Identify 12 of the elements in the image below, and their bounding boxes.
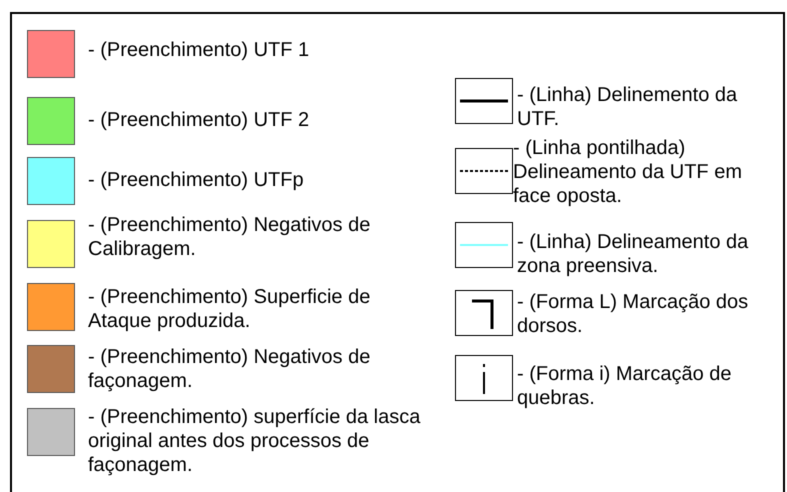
legend-text: - (Preenchimento) Negativos de Calibragem. bbox=[88, 213, 372, 261]
legend-text: - (Preenchimento) Superficie de Ataque produzida. bbox=[88, 285, 372, 333]
legend-text: - (Linha) Delineamento da zona preensiva. bbox=[517, 230, 750, 278]
legend-text: - (Preenchimento) UTF 2 bbox=[88, 108, 310, 132]
legend-text: - (Forma L) Marcação dos dorsos. bbox=[517, 290, 750, 338]
legend-text: - (Preenchimento) Negativos de façonagem. bbox=[88, 345, 372, 393]
legend-text: - (Preenchimento) superfície da lasca original antes dos processos de façonagem. bbox=[88, 405, 422, 477]
legend-text: - (Preenchimento) UTF 1 bbox=[88, 38, 310, 62]
legend-text: - (Linha pontilhada) Delineamento da UTF em face oposta. bbox=[513, 136, 743, 208]
legend-text: - (Preenchimento) UTFp bbox=[88, 168, 305, 192]
legend-text: - (Linha) Delinemento da UTF. bbox=[517, 83, 738, 131]
legend-text: - (Forma i) Marcação de quebras. bbox=[517, 362, 732, 410]
